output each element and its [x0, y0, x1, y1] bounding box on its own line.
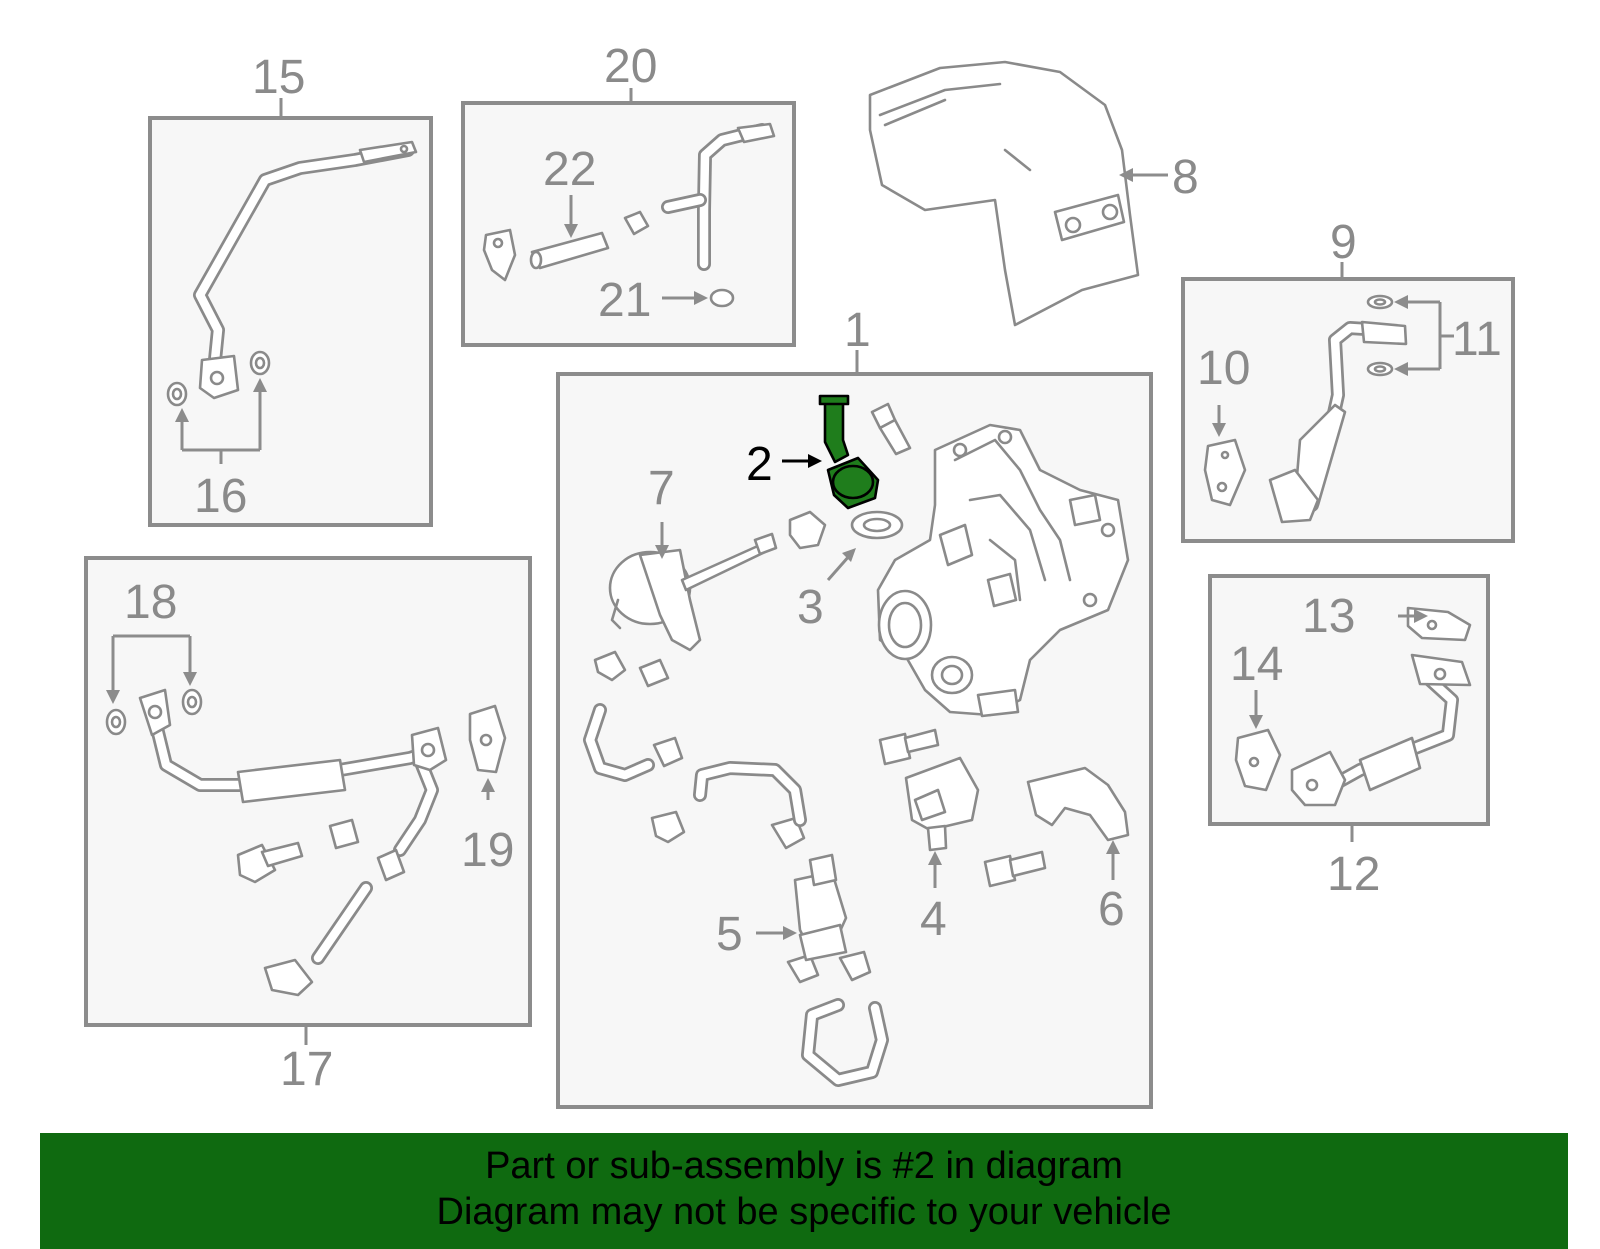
part-3-gasket-drawing [850, 510, 904, 540]
oil-feed-tube-17-drawing [105, 688, 507, 997]
callout-15: 15 [252, 51, 305, 104]
box-15-oil-feed-pipe [148, 98, 433, 527]
callout-10: 10 [1197, 342, 1250, 395]
bolt-top-drawing [870, 402, 912, 456]
callout-5: 5 [716, 908, 743, 961]
callout-17: 17 [280, 1043, 333, 1096]
heat-shield-8-drawing [868, 60, 1140, 327]
callout-14: 14 [1230, 638, 1283, 691]
callout-20: 20 [604, 40, 657, 93]
part-6-bracket-drawing [1026, 766, 1130, 842]
box-1-turbocharger-assembly [556, 350, 1153, 1109]
box-12-oil-drain-pipe [1208, 574, 1490, 842]
callout-19: 19 [461, 824, 514, 877]
callout-21: 21 [598, 274, 651, 327]
box-17-oil-feed-tube [84, 556, 532, 1045]
info-banner: Part or sub-assembly is #2 in diagram Di… [40, 1133, 1568, 1249]
bolt-mid-drawing [878, 732, 912, 766]
callout-3: 3 [797, 581, 824, 634]
callout-11: 11 [1452, 313, 1502, 366]
callout-2[interactable]: 2 [746, 438, 773, 491]
callout-13: 13 [1302, 590, 1355, 643]
turbocharger-drawing [876, 423, 1130, 718]
callout-22: 22 [543, 143, 596, 196]
callout-6: 6 [1098, 883, 1125, 936]
box-20-coolant-pipe [461, 88, 796, 347]
oil-pipe-15-drawing [166, 140, 418, 407]
part-2-highlighted-fitting[interactable] [818, 394, 880, 510]
box-9-oil-return-pipe [1181, 262, 1515, 543]
callout-18: 18 [124, 576, 177, 629]
part-4-sensor-drawing [904, 756, 980, 852]
oil-drain-pipe-12-drawing [1234, 606, 1472, 807]
part-5-valve-drawing [793, 853, 848, 962]
part-7-actuator-drawing [608, 532, 778, 652]
callout-16: 16 [194, 470, 247, 523]
callout-9: 9 [1330, 216, 1357, 269]
nut-drawing [788, 510, 827, 550]
bolt-bottom-drawing [983, 854, 1017, 888]
coolant-pipe-20-drawing [482, 122, 776, 308]
banner-line-1: Part or sub-assembly is #2 in diagram [485, 1145, 1123, 1187]
callout-12: 12 [1327, 848, 1380, 901]
oil-return-pipe-9-drawing [1203, 294, 1408, 524]
callout-7: 7 [648, 462, 675, 515]
callout-8: 8 [1172, 151, 1199, 204]
callout-4: 4 [920, 893, 947, 946]
banner-line-2: Diagram may not be specific to your vehi… [436, 1191, 1172, 1233]
callout-1: 1 [844, 304, 871, 357]
